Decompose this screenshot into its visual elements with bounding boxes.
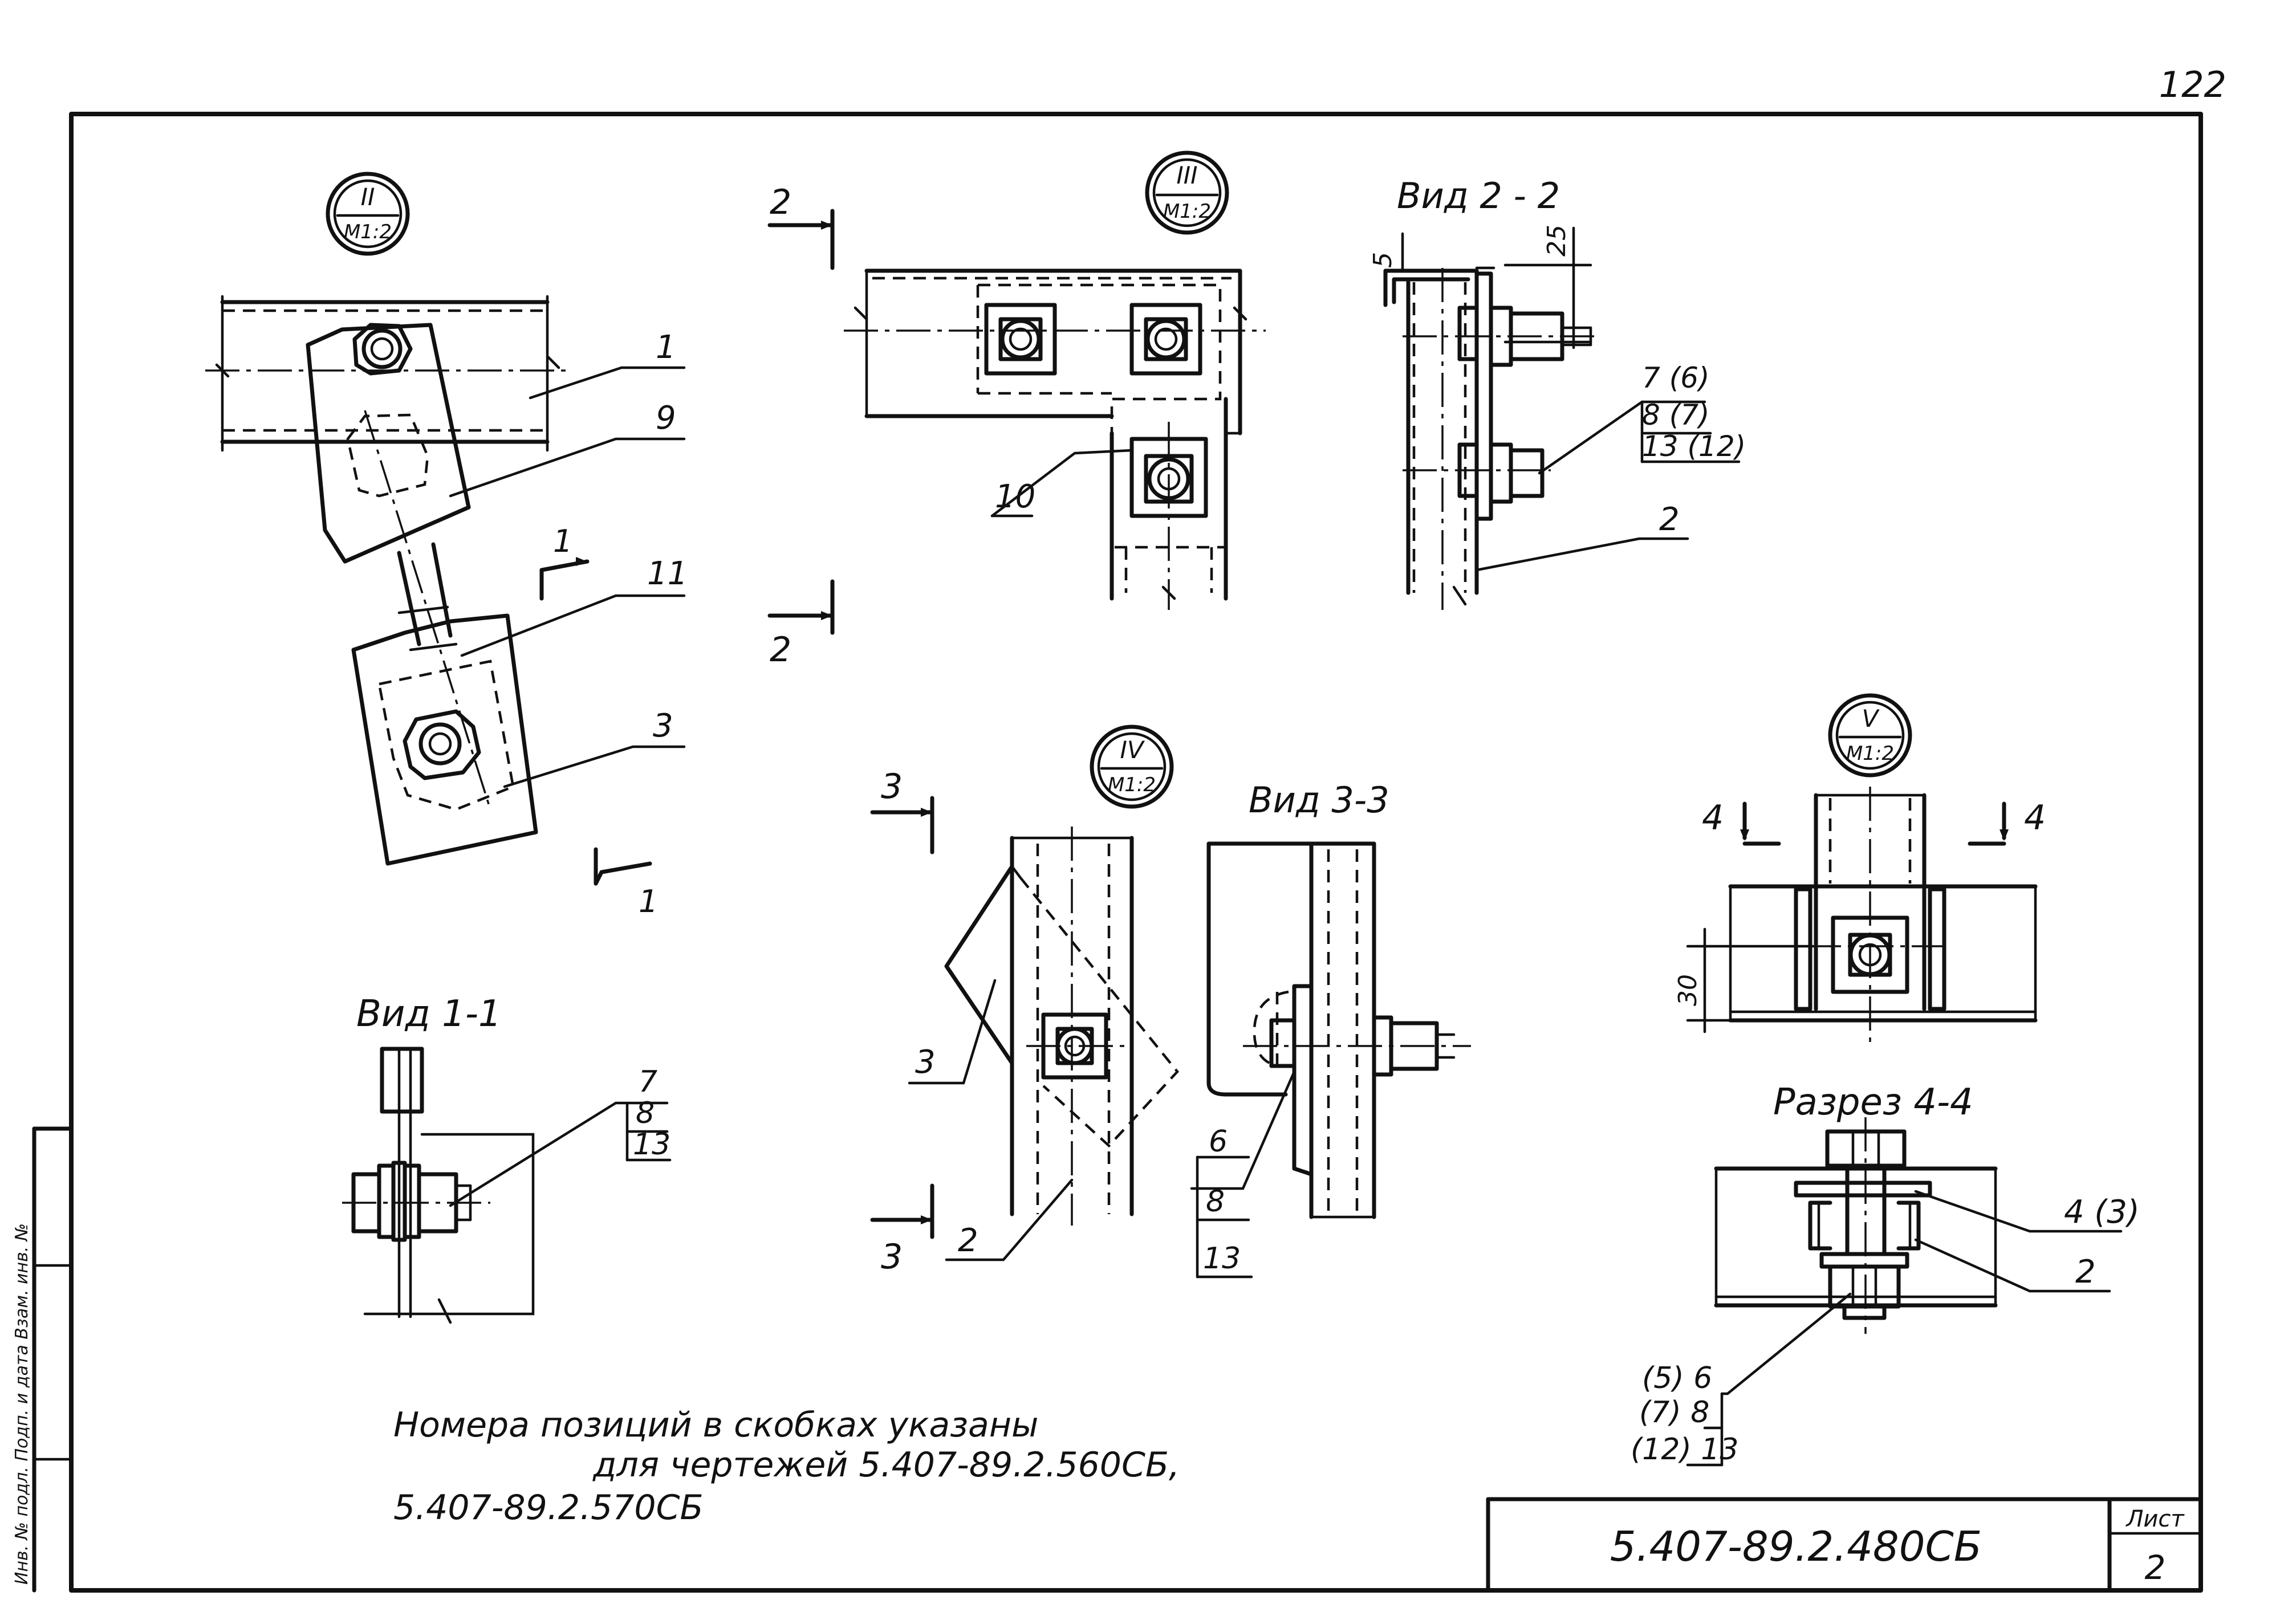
title-doc-code: 5.407-89.2.480СБ xyxy=(1610,1523,1982,1570)
section-4-4-title: Разрез 4-4 xyxy=(1773,1081,1973,1124)
detail-III-numeral: III xyxy=(1176,161,1197,189)
callout-v22-mid: 8 (7) xyxy=(1642,398,1710,432)
section-mark-4-left: 4 xyxy=(1702,798,1724,838)
detail-III-scale: М1:2 xyxy=(1163,200,1211,223)
title-sheet-label: Лист xyxy=(2125,1506,2185,1532)
detail-IV-scale: М1:2 xyxy=(1108,774,1156,796)
detail-IV: IV М1:2 3 3 3 2 xyxy=(870,725,1179,1277)
callout-v11-mid: 8 xyxy=(636,1096,655,1130)
view-3-3: Вид 3-3 6 8 13 xyxy=(1190,779,1471,1279)
callout-v22-top: 7 (6) xyxy=(1642,361,1710,394)
callout-v33-mid: 8 xyxy=(1206,1185,1225,1219)
view-2-2-title: Вид 2 - 2 xyxy=(1397,175,1560,217)
drawing-note: Номера позиций в скобках указаны для чер… xyxy=(393,1405,1180,1528)
callout-v22-2: 2 xyxy=(1659,501,1680,538)
detail-IV-numeral: IV xyxy=(1120,736,1145,764)
callout-III-10: 10 xyxy=(995,478,1035,515)
callout-IV-2: 2 xyxy=(958,1222,978,1259)
callout-II-3: 3 xyxy=(653,707,673,744)
section-mark-4-right: 4 xyxy=(2024,798,2046,838)
view-1-1: Вид 1-1 7 8 13 xyxy=(342,993,672,1324)
section-4-4: Разрез 4-4 4 (3) 2 (5) xyxy=(1631,1081,2140,1467)
callout-II-11: 11 xyxy=(647,555,688,592)
side-stamp-text: Инв. № подл. Подп. и дата Взам. инв. № xyxy=(12,1223,32,1585)
callout-v11-top: 7 xyxy=(639,1065,657,1099)
callout-s44-b1: (5) 6 xyxy=(1642,1361,1712,1395)
detail-marker-V: V М1:2 xyxy=(1828,693,1912,778)
title-sheet-number: 2 xyxy=(2145,1548,2166,1587)
section-mark-2-bottom: 2 xyxy=(770,630,791,670)
section-mark-1-bottom: 1 xyxy=(639,884,658,919)
section-mark-1-top: 1 xyxy=(553,523,572,559)
callout-s44-2: 2 xyxy=(2075,1253,2096,1291)
detail-marker-II: II М1:2 xyxy=(326,172,410,256)
view-1-1-title: Вид 1-1 xyxy=(356,993,502,1035)
note-line-1: Номера позиций в скобках указаны xyxy=(393,1405,1038,1445)
note-line-3: 5.407-89.2.570СБ xyxy=(393,1488,704,1528)
detail-II: II М1:2 1 1 xyxy=(205,172,688,919)
detail-II-numeral: II xyxy=(361,183,375,211)
callout-II-9: 9 xyxy=(656,400,676,437)
detail-V-scale: М1:2 xyxy=(1846,742,1894,765)
callout-v33-top: 6 xyxy=(1209,1125,1228,1159)
callout-IV-3: 3 xyxy=(915,1044,936,1081)
section-mark-3-bottom: 3 xyxy=(881,1237,903,1277)
view-2-2: Вид 2 - 2 5 25 7 (6) xyxy=(1368,175,1746,610)
callout-II-1: 1 xyxy=(656,329,676,366)
sheet-frame xyxy=(69,112,2203,1593)
side-stamp: Инв. № подл. Подп. и дата Взам. инв. № xyxy=(12,1126,74,1593)
title-block: 5.407-89.2.480СБ Лист 2 xyxy=(1486,1497,2203,1593)
note-line-2: для чертежей 5.407-89.2.560СБ, xyxy=(592,1445,1180,1485)
callout-s44-4: 4 (3) xyxy=(2064,1194,2140,1231)
detail-III: III М1:2 2 2 xyxy=(767,150,1266,670)
callout-s44-b2: (7) 8 xyxy=(1639,1395,1709,1430)
callout-v22-bot: 13 (12) xyxy=(1642,430,1746,463)
dim-30: 30 xyxy=(1673,974,1702,1006)
detail-II-scale: М1:2 xyxy=(344,221,392,243)
page-number: 122 xyxy=(2159,64,2226,105)
section-mark-2-top: 2 xyxy=(770,182,791,222)
detail-marker-IV: IV М1:2 xyxy=(1090,725,1174,809)
callout-v33-bot: 13 xyxy=(1203,1242,1241,1276)
callout-v11-bot: 13 xyxy=(633,1128,670,1162)
callout-s44-b3: (12) 13 xyxy=(1631,1432,1738,1467)
view-3-3-title: Вид 3-3 xyxy=(1249,779,1389,821)
dim-25: 25 xyxy=(1542,225,1571,257)
section-mark-3-top: 3 xyxy=(881,767,903,807)
detail-V-numeral: V xyxy=(1862,705,1880,732)
detail-marker-III: III М1:2 xyxy=(1145,150,1229,235)
dim-5: 5 xyxy=(1368,252,1397,268)
detail-V: V М1:2 4 4 30 xyxy=(1673,693,2046,1049)
